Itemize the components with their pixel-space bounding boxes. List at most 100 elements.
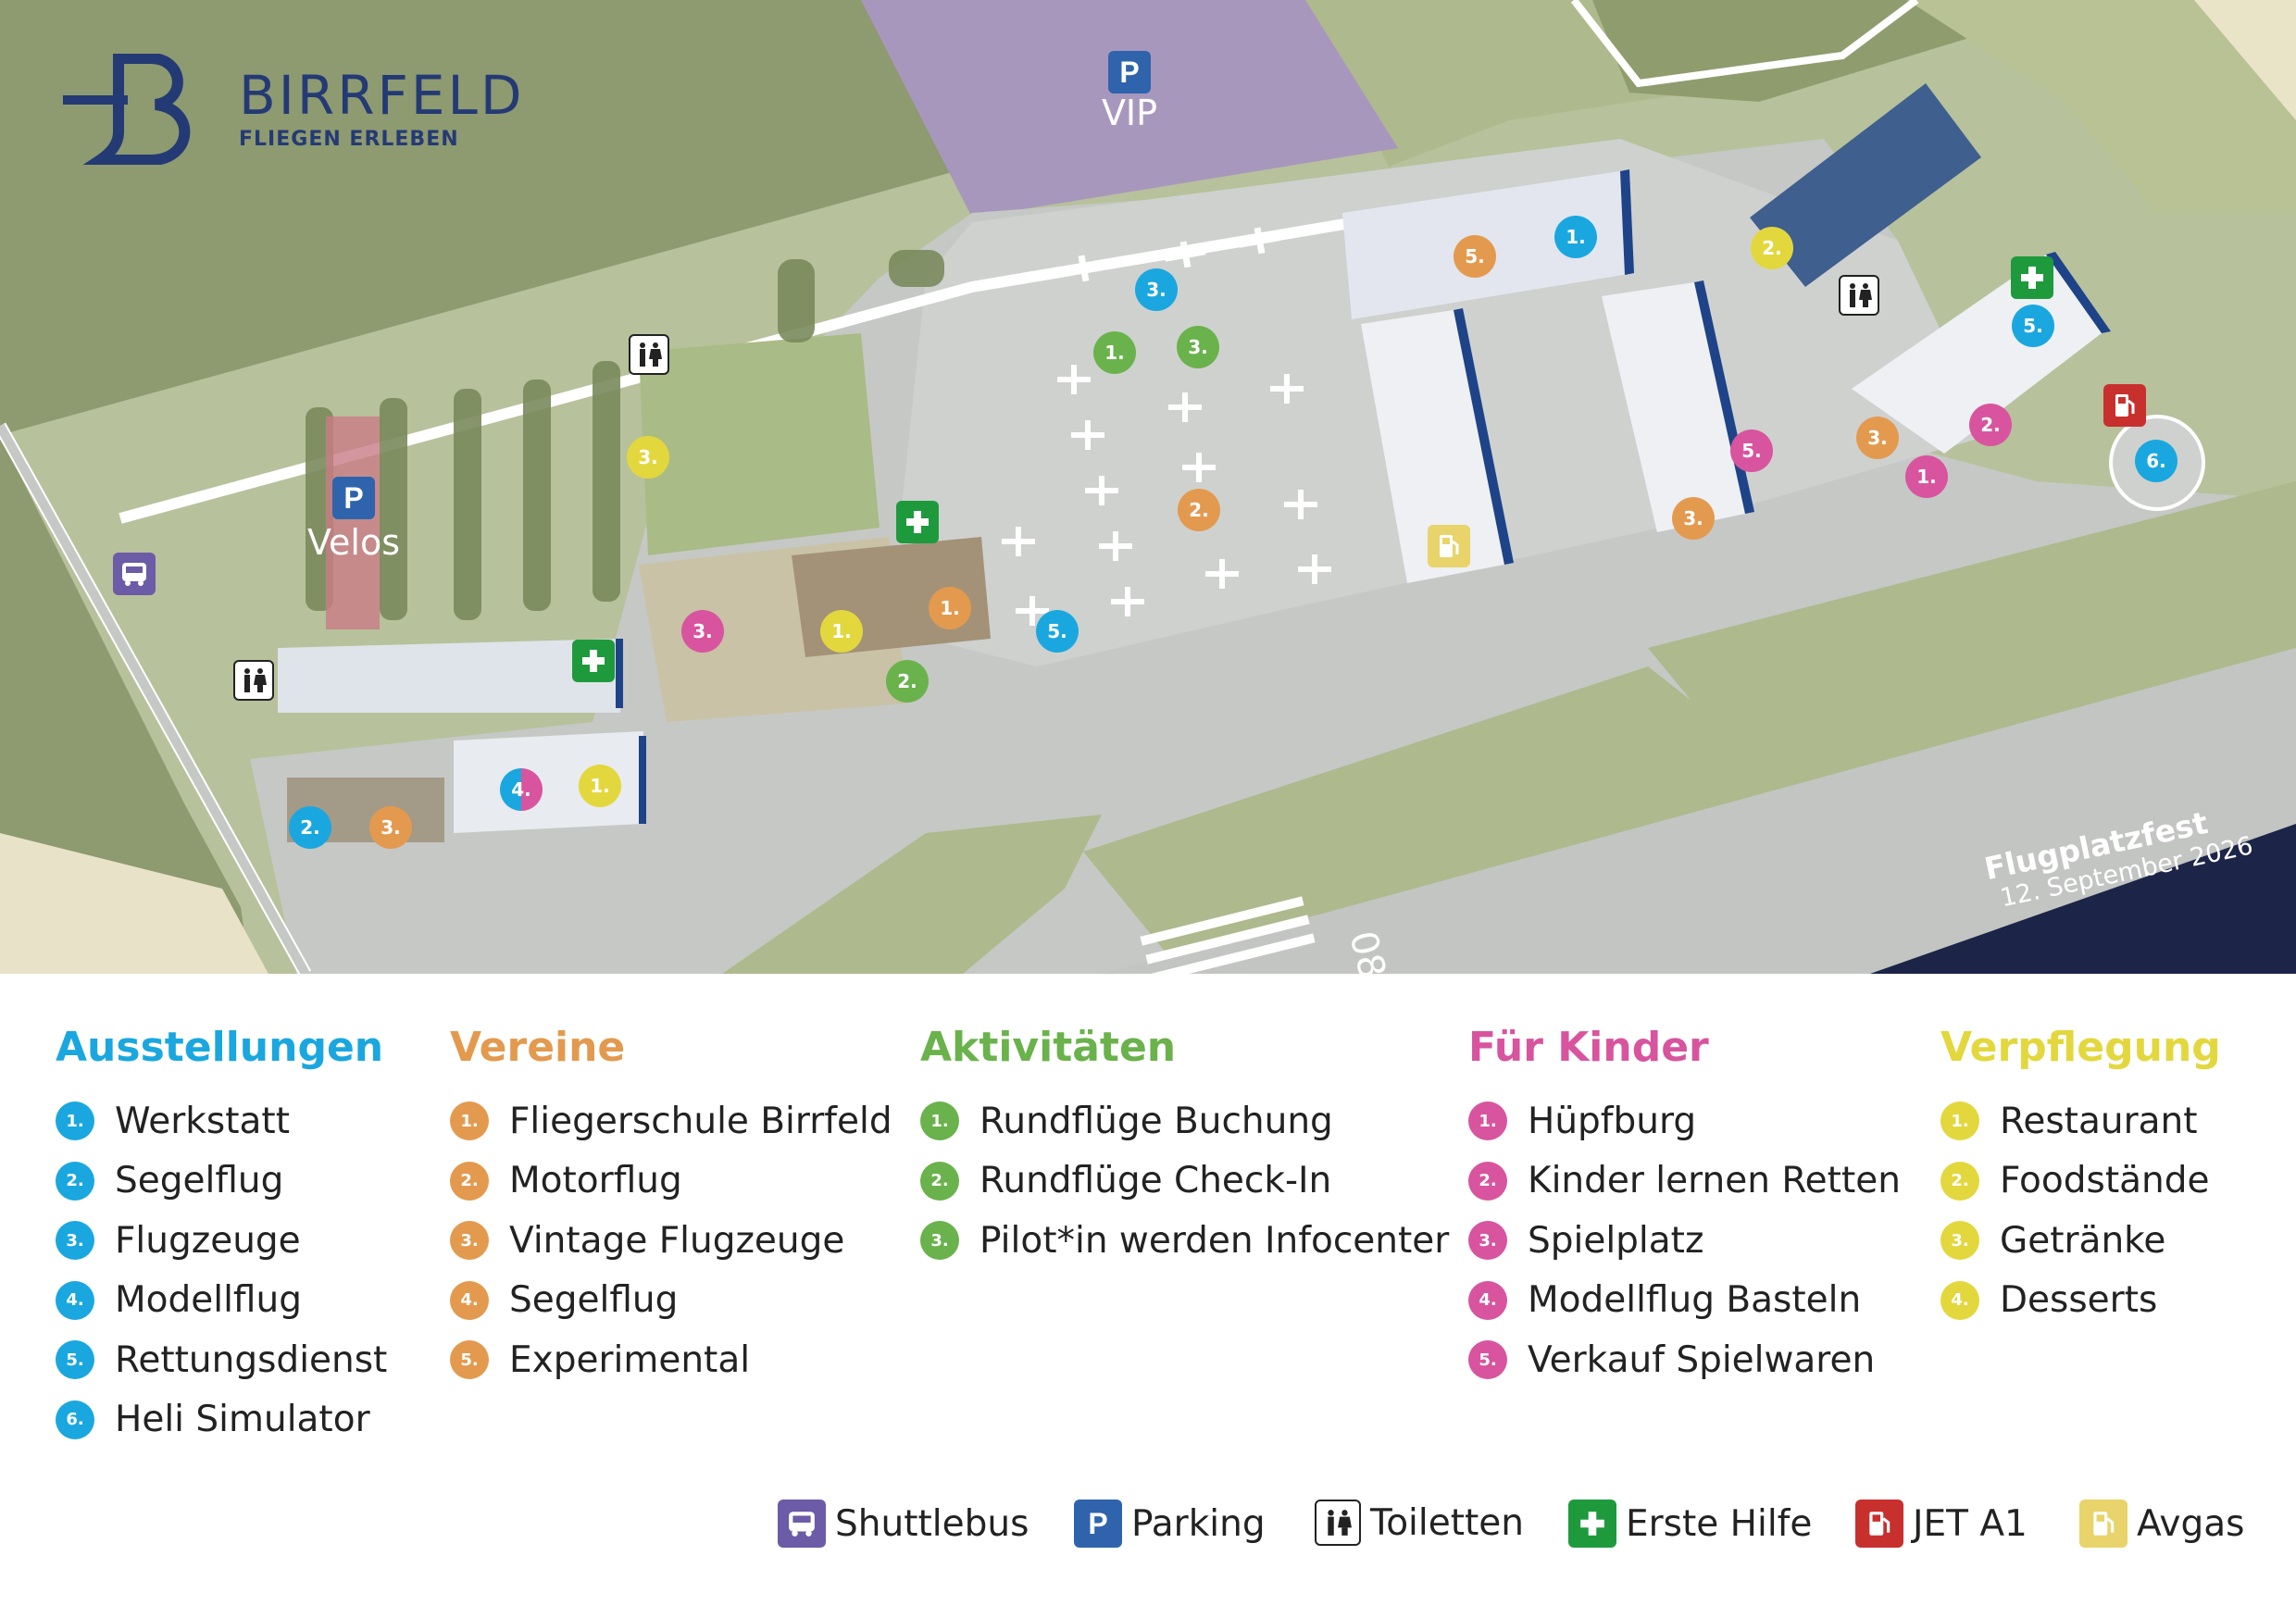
number-badge: 2. [56, 1161, 94, 1201]
map-marker-kinder[interactable]: 1. [1905, 455, 1948, 498]
item-label: Modellflug [115, 1279, 302, 1322]
map-marker-ausstellungen[interactable]: 3. [1135, 268, 1178, 311]
map-marker-ausstellungen[interactable]: 5. [2012, 305, 2054, 347]
map-marker-vereine[interactable]: 5. [1454, 235, 1496, 278]
list-item[interactable]: 2.Kinder lernen Retten [1468, 1151, 1901, 1212]
map-marker-verpflegung[interactable]: 1. [820, 610, 863, 653]
list-item[interactable]: 5.Verkauf Spielwaren [1468, 1330, 1901, 1390]
list-item[interactable]: 3.Flugzeuge [56, 1211, 387, 1271]
list-item[interactable]: 1.Werkstatt [56, 1091, 387, 1151]
first-aid-icon[interactable] [896, 501, 939, 543]
runway [1102, 648, 2296, 974]
legend-parking: P Parking [1074, 1500, 1266, 1548]
item-label: Hüpfburg [1528, 1100, 1697, 1142]
toilet-icon[interactable] [629, 334, 669, 375]
item-label: Experimental [509, 1338, 751, 1381]
map-marker-aktivitaeten[interactable]: 1. [1093, 331, 1136, 374]
item-label: Motorflug [509, 1160, 682, 1202]
number-badge: 5. [56, 1340, 94, 1380]
map-marker-ausstellungen[interactable]: 6. [2135, 440, 2177, 482]
number-badge: 4. [1468, 1280, 1507, 1320]
first-aid-icon [1568, 1500, 1616, 1548]
list-item[interactable]: 2.Rundflüge Check-In [920, 1151, 1449, 1212]
bus-icon[interactable] [113, 553, 156, 595]
list-item[interactable]: 1.Rundflüge Buchung [920, 1091, 1449, 1151]
item-label: Segelflug [115, 1160, 284, 1202]
map-marker-verpflegung[interactable]: 1. [579, 765, 621, 807]
list-item[interactable]: 1. Hüpfburg [1468, 1091, 1901, 1151]
map-marker-ausstellungen[interactable]: 5. [1036, 610, 1079, 653]
item-label: Fliegerschule Birrfeld [509, 1100, 892, 1142]
toilet-icon [1315, 1500, 1361, 1546]
building-werkstatt [278, 639, 620, 713]
list-item[interactable]: 2.Foodstände [1940, 1151, 2221, 1212]
number-badge: 6. [56, 1400, 94, 1439]
map-marker-verpflegung[interactable]: 2. [1751, 227, 1793, 269]
item-label: Modellflug Basteln [1528, 1279, 1862, 1322]
item-label: Rettungsdienst [115, 1338, 388, 1381]
item-label: Verkauf Spielwaren [1528, 1338, 1876, 1381]
list-item[interactable]: 3.Getränke [1940, 1211, 2221, 1271]
birrfeld-logo-mark [63, 54, 191, 165]
map-marker-aktivitaeten[interactable]: 2. [886, 660, 929, 703]
legend-label: Parking [1131, 1502, 1266, 1545]
list-item[interactable]: 1.Restaurant [1940, 1091, 2221, 1151]
list-item[interactable]: 4.Desserts [1940, 1271, 2221, 1331]
event-banner-band [1870, 824, 2296, 974]
first-aid-icon[interactable] [2011, 256, 2053, 299]
toilet-icon[interactable] [233, 660, 274, 701]
map-marker-vereine[interactable]: 3. [369, 806, 412, 849]
map-marker-vereine[interactable]: 3. [1856, 417, 1899, 459]
toilet-icon[interactable] [1839, 275, 1879, 316]
item-label: Rundflüge Check-In [980, 1160, 1332, 1202]
velos-parking [326, 417, 380, 629]
legend-label: Erste Hilfe [1626, 1502, 1813, 1545]
brand-tagline: FLIEGEN ERLEBEN [239, 127, 459, 151]
list-item[interactable]: 4. Modellflug Basteln [1468, 1271, 1901, 1331]
list-item[interactable]: 3.Pilot*in werden Infocenter [920, 1211, 1449, 1271]
parking-icon[interactable]: P [1108, 51, 1151, 93]
item-label: Segelflug [509, 1279, 679, 1322]
legend-label: Avgas [2137, 1502, 2245, 1545]
legend-label: JET A1 [1913, 1502, 2028, 1545]
number-badge: 1. [56, 1101, 94, 1141]
map-marker-kinder[interactable]: 2. [1969, 404, 2012, 446]
first-aid-icon[interactable] [572, 640, 615, 682]
number-badge: 4. [1940, 1280, 1979, 1320]
hangar-2 [1361, 310, 1504, 583]
number-badge: 1. [1468, 1101, 1507, 1141]
list-item[interactable]: 5.Experimental [450, 1330, 892, 1390]
map-marker-ausstellungen[interactable]: 1. [1554, 216, 1597, 258]
list-item[interactable]: 2. Segelflug [56, 1151, 387, 1212]
jet-fuel-icon[interactable] [2103, 384, 2146, 427]
list-item[interactable]: 4.Modellflug [56, 1271, 387, 1331]
legend-label: Shuttlebus [835, 1502, 1029, 1545]
map-marker-vereine[interactable]: 2. [1178, 489, 1220, 531]
map-marker-aktivitaeten[interactable]: 3. [1177, 326, 1219, 368]
parking-icon[interactable]: P [332, 477, 375, 519]
list-item[interactable]: 6.Heli Simulator [56, 1390, 387, 1450]
vip-label: VIP [1101, 93, 1158, 133]
map-marker-kinder[interactable]: 3. [681, 610, 724, 653]
runway-number: 08 [1341, 927, 1393, 974]
velos-label: Velos [306, 522, 401, 563]
map-marker-vereine[interactable]: 3. [1672, 497, 1715, 540]
parked-aircraft [1002, 227, 1331, 626]
map-marker-vereine[interactable]: 1. [929, 587, 971, 629]
list-item[interactable]: 5. Rettungsdienst [56, 1330, 387, 1390]
map-marker-verpflegung[interactable]: 3. [627, 436, 669, 479]
map-marker-ausstellungen[interactable]: 2. [289, 806, 331, 849]
list-item[interactable]: 1.Fliegerschule Birrfeld [450, 1091, 892, 1151]
map-marker-modellflug[interactable]: 4. [500, 768, 543, 811]
category-title: Vereine [450, 1024, 626, 1071]
list-item[interactable]: 3.Spielplatz [1468, 1211, 1901, 1271]
list-item[interactable]: 4.Segelflug [450, 1271, 892, 1331]
number-badge: 3. [1940, 1221, 1979, 1261]
avgas-icon[interactable] [1428, 525, 1470, 567]
list-item[interactable]: 3.Vintage Flugzeuge [450, 1211, 892, 1271]
category-title: Verpflegung [1940, 1024, 2221, 1071]
vip-parking-area [861, 0, 1398, 218]
legend-label: Toiletten [1370, 1501, 1525, 1544]
list-item[interactable]: 2.Motorflug [450, 1151, 892, 1212]
map-marker-kinder[interactable]: 5. [1730, 429, 1773, 472]
